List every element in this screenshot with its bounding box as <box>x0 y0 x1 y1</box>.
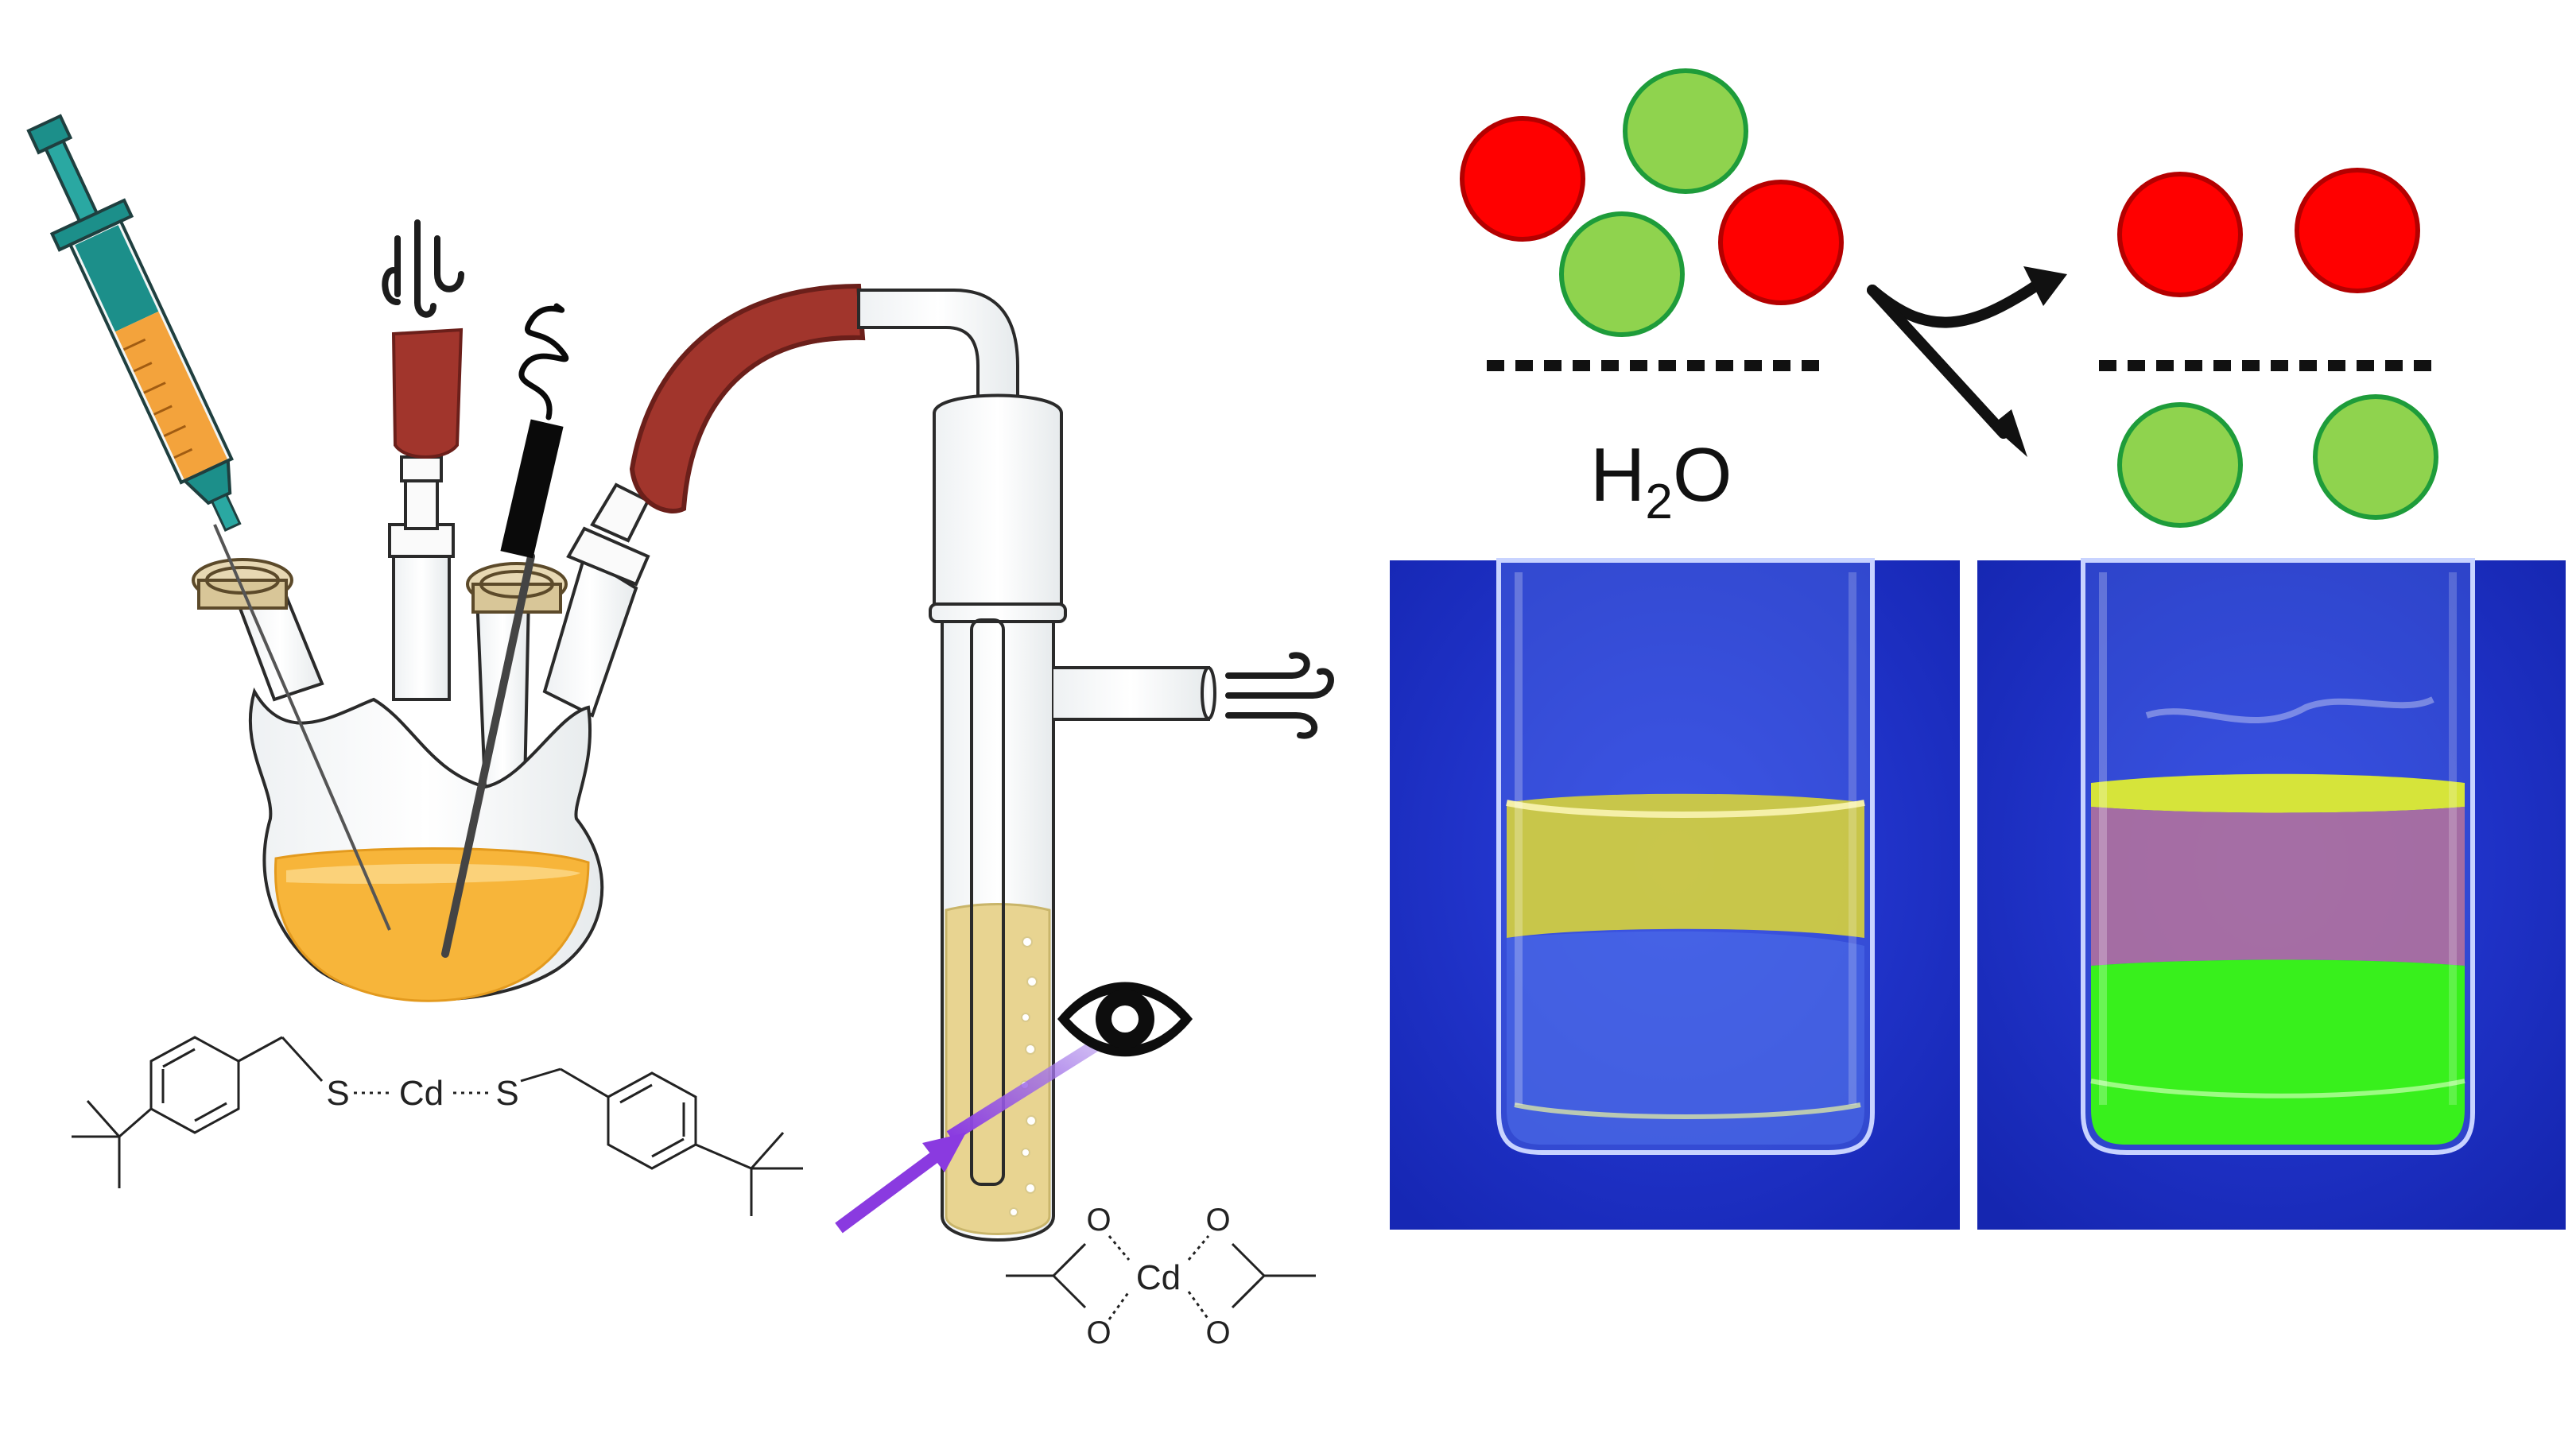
tube-adapter <box>566 482 650 587</box>
syringe-icon <box>26 114 242 533</box>
syringe-needle <box>213 524 391 931</box>
acetate-oxygen-1: O <box>1086 1203 1111 1238</box>
thiolate-cadmium: Cd <box>399 1074 444 1113</box>
vapor-icon <box>382 219 464 318</box>
green-particle <box>2117 402 2243 528</box>
green-particle <box>2313 394 2438 520</box>
eye-icon <box>1057 982 1193 1057</box>
acetate-oxygen-2: O <box>1086 1315 1111 1350</box>
photo-after-phase-transfer <box>1977 558 2566 1230</box>
upper-phase-particles <box>2117 168 2420 297</box>
lower-phase-particles <box>2117 394 2438 528</box>
thermocouple-probe <box>441 552 535 958</box>
gas-adapter <box>388 455 455 558</box>
water-label: H2O <box>1590 432 1732 529</box>
acetate-oxygen-3: O <box>1205 1203 1230 1238</box>
particle-mixture <box>1460 68 1844 337</box>
thiolate-sulfur-right: S <box>495 1074 518 1113</box>
bubbler-inner-tube <box>970 618 1005 1186</box>
thermocouple-icon <box>518 303 569 420</box>
split-arrow-icon <box>1867 281 2041 439</box>
red-particle <box>1718 180 1844 305</box>
red-particle <box>1460 116 1585 242</box>
green-particle <box>1559 211 1685 337</box>
photo-before-phase-transfer <box>1390 558 1960 1230</box>
rubber-stopper <box>391 327 464 459</box>
thermocouple-sleeve <box>500 419 564 559</box>
cadmium-thiolate-structure <box>72 1036 803 1216</box>
red-particle <box>2117 172 2243 297</box>
light-beam-arrow-icon <box>835 1133 966 1234</box>
cadmium-acetate-structure <box>1006 1235 1316 1320</box>
thiolate-sulfur-left: S <box>326 1074 349 1113</box>
orange-solution <box>274 847 590 1002</box>
glass-transfer-tube <box>857 289 1019 431</box>
red-particle <box>2295 168 2420 293</box>
wind-icon <box>1225 652 1334 739</box>
acetate-oxygen-4: O <box>1205 1315 1230 1350</box>
bubbles <box>1009 936 1038 1217</box>
flask-neck-middle-left <box>392 547 451 701</box>
acetate-cadmium: Cd <box>1136 1258 1181 1297</box>
solution-highlight <box>286 863 580 884</box>
green-particle <box>1623 68 1748 194</box>
